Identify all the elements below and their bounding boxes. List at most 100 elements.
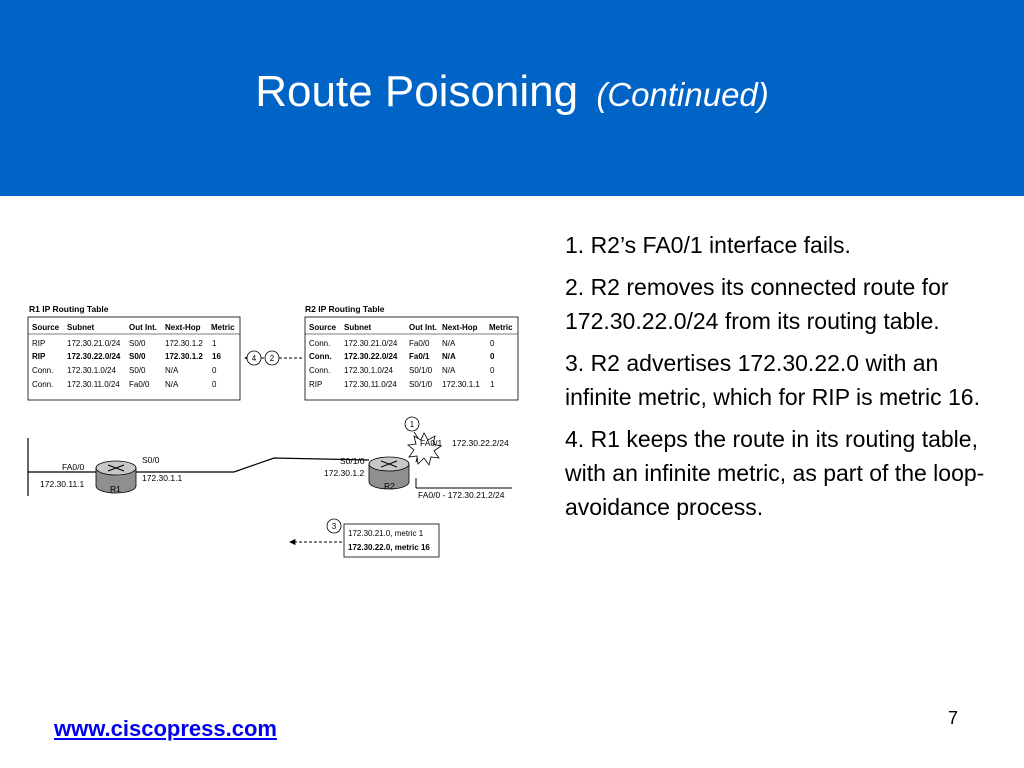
- r1-cell: 172.30.11.0/24: [67, 380, 120, 389]
- r1-cell: Conn.: [32, 366, 53, 375]
- ciscopress-link[interactable]: www.ciscopress.com: [54, 716, 277, 741]
- callout-2-label: 2: [270, 354, 275, 363]
- failure-burst-icon: [407, 432, 442, 466]
- page-number: 7: [948, 708, 959, 728]
- callout-2-circle: [264, 350, 280, 366]
- callout-4-label: 4: [252, 354, 257, 363]
- router-arrows-icon: [380, 460, 398, 468]
- r2-header-outint: Out Int.: [409, 323, 437, 332]
- r2-row-1: Conn. 172.30.21.0/24 Fa0/0 N/A 0: [309, 339, 495, 348]
- step-2: 2. R2 removes its connected route for 17…: [565, 274, 949, 334]
- r1-row-4: Conn. 172.30.11.0/24 Fa0/0 N/A 0: [32, 380, 217, 389]
- r1-s-ip: 172.30.1.1: [142, 473, 182, 483]
- r1-cell: 1: [212, 339, 217, 348]
- r1-name: R1: [110, 484, 121, 494]
- r2-cell: Conn.: [309, 352, 332, 361]
- update-line-2: 172.30.22.0, metric 16: [348, 543, 430, 552]
- r1-lan-segment: [27, 438, 96, 496]
- serial-link: [136, 457, 370, 473]
- callout-1-leader: [413, 431, 419, 439]
- r2-cell: 0: [490, 352, 495, 361]
- r2-cell: Conn.: [309, 339, 330, 348]
- r1-cell: S0/0: [129, 366, 146, 375]
- r2-cell: 1: [490, 380, 495, 389]
- r1-cell: 172.30.1.0/24: [67, 366, 116, 375]
- step-1: 1. R2’s FA0/1 interface fails.: [565, 232, 851, 258]
- r1-header-nexthop: Next-Hop: [165, 323, 201, 332]
- r2-cell: 0: [490, 366, 495, 375]
- update-line-1: 172.30.21.0, metric 1: [348, 529, 424, 538]
- r1-row-3: Conn. 172.30.1.0/24 S0/0 N/A 0: [32, 366, 217, 375]
- r2-cell: 172.30.22.0/24: [344, 352, 398, 361]
- r2-cell: Fa0/0: [409, 339, 430, 348]
- title-bar: Route Poisoning (Continued): [0, 0, 1024, 196]
- r1-header-source: Source: [32, 323, 60, 332]
- r1-cell: N/A: [165, 366, 179, 375]
- title-suffix: (Continued): [596, 76, 769, 113]
- r2-cell: Fa0/1: [409, 352, 430, 361]
- r1-header-subnet: Subnet: [67, 323, 94, 332]
- table-update-arrow: 4 2: [244, 350, 302, 366]
- step-3: 3. R2 advertises 172.30.22.0 with an inf…: [565, 350, 980, 410]
- r2-cell: S0/1/0: [409, 380, 433, 389]
- r2-row-2: Conn. 172.30.22.0/24 Fa0/1 N/A 0: [309, 352, 495, 361]
- r1-row-1: RIP 172.30.21.0/24 S0/0 172.30.1.2 1: [32, 339, 217, 348]
- r1-cell: Fa0/0: [129, 380, 150, 389]
- steps-list: 1. R2’s FA0/1 interface fails. 2. R2 rem…: [565, 228, 995, 532]
- router-r1: R1: [95, 460, 137, 494]
- callout-3-label: 3: [332, 522, 337, 531]
- r1-cell: S0/0: [129, 339, 146, 348]
- r1-table-title: R1 IP Routing Table: [29, 304, 109, 314]
- r2-fa0-label: FA0/0 - 172.30.21.2/24: [418, 490, 505, 500]
- r1-cell: RIP: [32, 339, 45, 348]
- r2-table-frame: [304, 316, 519, 401]
- r1-s-label: S0/0: [142, 455, 160, 465]
- r2-routing-table: R2 IP Routing Table Source Subnet Out In…: [304, 304, 519, 401]
- r1-cell: RIP: [32, 352, 46, 361]
- r2-cell: 0: [490, 339, 495, 348]
- r2-name: R2: [384, 481, 395, 491]
- r1-cell: 0: [212, 380, 217, 389]
- r2-header-nexthop: Next-Hop: [442, 323, 478, 332]
- r2-header-source: Source: [309, 323, 337, 332]
- r2-header-subnet: Subnet: [344, 323, 371, 332]
- r1-header-metric: Metric: [211, 323, 235, 332]
- r2-fa1-label: FA0/1: [420, 438, 442, 448]
- r2-row-3: Conn. 172.30.1.0/24 S0/1/0 N/A 0: [309, 366, 495, 375]
- r1-cell: 16: [212, 352, 221, 361]
- r2-fa1-ip: 172.30.22.2/24: [452, 438, 509, 448]
- interface-failure: 1: [404, 416, 442, 466]
- r1-cell: 172.30.21.0/24: [67, 339, 121, 348]
- router-r2: R2: [368, 456, 410, 491]
- update-box: [343, 523, 440, 558]
- r2-cell: S0/1/0: [409, 366, 433, 375]
- r2-s-ip: 172.30.1.2: [324, 468, 364, 478]
- r2-cell: Conn.: [309, 366, 330, 375]
- r1-routing-table: R1 IP Routing Table Source Subnet Out In…: [27, 304, 241, 401]
- r1-header-outint: Out Int.: [129, 323, 157, 332]
- r1-cell: S0/0: [129, 352, 146, 361]
- r2-cell: RIP: [309, 380, 322, 389]
- callout-1-label: 1: [410, 420, 415, 429]
- r1-fa-label: FA0/0: [62, 462, 84, 472]
- router-arrows-icon: [107, 464, 125, 472]
- r2-table-title: R2 IP Routing Table: [305, 304, 385, 314]
- r1-cell: 172.30.1.2: [165, 339, 203, 348]
- slide-title: Route Poisoning (Continued): [255, 67, 769, 117]
- title-main: Route Poisoning: [255, 67, 579, 116]
- r1-table-frame: [27, 316, 241, 401]
- r2-cell: N/A: [442, 339, 456, 348]
- rip-update: 3 172.30.21.0, metric 1 172.30.22.0, met…: [289, 518, 440, 558]
- callout-1-circle: [404, 416, 420, 432]
- r2-cell: N/A: [442, 352, 456, 361]
- r2-header-metric: Metric: [489, 323, 513, 332]
- r2-cell: 172.30.1.1: [442, 380, 480, 389]
- r1-cell: 172.30.22.0/24: [67, 352, 121, 361]
- r1-cell: 0: [212, 366, 217, 375]
- r1-cell: 172.30.1.2: [165, 352, 203, 361]
- callout-3-circle: [326, 518, 342, 534]
- r1-cell: Conn.: [32, 380, 53, 389]
- r2-cell: 172.30.11.0/24: [344, 380, 397, 389]
- callout-4-circle: [246, 350, 262, 366]
- r1-row-2: RIP 172.30.22.0/24 S0/0 172.30.1.2 16: [32, 352, 221, 361]
